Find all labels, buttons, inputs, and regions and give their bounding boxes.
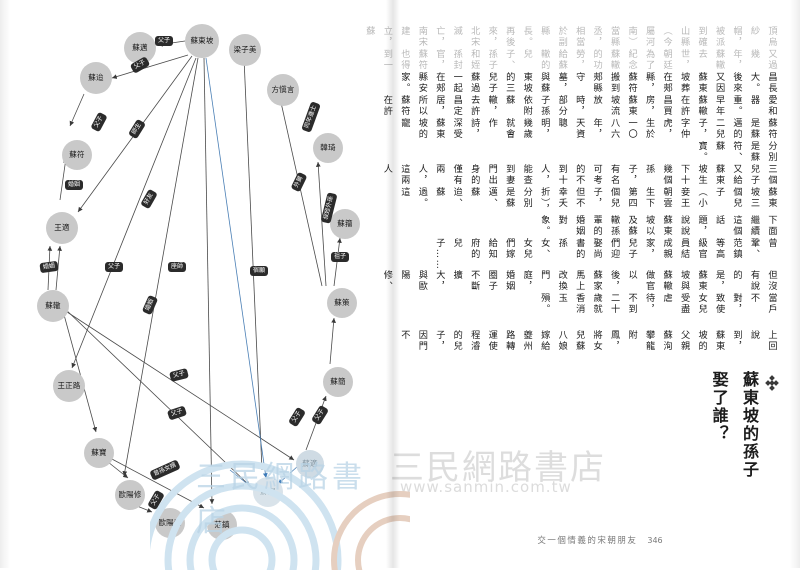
article-column-2: 當戶不對，致使女兒受盡虐待，不到二十歲就香消玉殞。 [538,292,777,315]
article-heading-column: 蘇東坡的孫子娶了誰？ [703,371,780,496]
graph-node-suchi: 蘇遲 [253,477,283,507]
graph-node-suce: 蘇策 [327,288,357,318]
article-column-6: 蘇東坡三個兒子（小妾王朝雲生下第四個兒子，但不幸夭折），分別是蘇邁、蘇迨、蘇過。… [398,186,777,215]
graph-node-sushi: 蘇適 [296,450,324,478]
graph-node-ouyangfei: 歐陽棐 [155,508,185,538]
watermark-brand-right: 三民網路書店 [390,448,606,488]
article-column-5: 下面繼續這個話題，說說蘇東坡以及蘇轍孫輩的婚姻對象。 [538,214,777,237]
graph-node-wangzhenglu: 王正路 [53,370,85,402]
article-column-13: 頂烏紗帽，被派到確山縣（今屬河南）當縣丞，相當於副縣長。再後來，北宋滅亡，南宋建… [363,25,777,48]
graph-edge-label-souzhou-suce: 祖子 [331,252,350,262]
article-column-7: 三個兒子又給蘇東坡生下十幾個孫子，有名可考的不到十人，能查到妻門出身的僅有兩人，… [381,163,777,186]
diagram-edges [47,40,342,513]
right-page: 三民網路書店 www.sanmin.com.tw 蘇東坡的孫子娶了誰 [364,0,800,568]
graph-node-label: 蘇東坡 [190,36,214,46]
graph-node-sudai: 蘇迨 [80,62,112,94]
article-column-9: 蘇符是蘇邁的二兒子，字仲虎，生於一〇八六年，天資聰明，幾歲就會作詩，深受蘇東坡的… [398,117,777,140]
su-dongpo-relationship-diagram: 三民網路書店 [0,0,410,570]
graph-node-sujian: 蘇簡 [323,367,353,397]
graph-edge-label-sufu-wangshi: 婚姻 [65,180,84,190]
left-page: 三民網路書店 [0,0,410,570]
graph-node-liangzimei: 梁子美 [229,34,261,66]
graph-node-label: 蘇轍 [45,301,61,311]
article-text-columns: 上回說到，蘇東坡的父親蘇洵攀龍附鳳，將女兒蘇八娘嫁給夔州路轉運使程濬的兒子，因門… [358,26,780,353]
graph-node-label: 王正路 [57,381,81,391]
graph-edge-label-suzhe-subao: 父子 [105,262,124,272]
article-column-10: 愛和器重。早年蘇轍在許昌買房，蘇東坡流放時，部分子孫依附蘇轍，去許昌定居，所以蘇… [381,94,777,117]
graph-node-label: 歐陽棐 [158,518,182,528]
graph-node-subao: 蘇寶 [84,438,114,468]
graph-node-label: 范鎮 [214,520,230,530]
graph-node-label: 蘇遲 [260,487,276,497]
graph-node-fangshenyan: 方愼言 [267,74,299,106]
graph-node-wangshi: 王適 [46,212,78,244]
article-column-11: 昌長大。後來又因蘇東坡葬在郟縣，蘇符搬到郟縣守墓，與蘇東坡的三兒子蘇過一起在郟縣… [398,71,777,94]
graph-node-label: 梁子美 [233,45,257,55]
graph-node-label: 蘇簡 [330,377,346,387]
graph-node-label: 蘇籀 [337,219,353,229]
graph-node-suzhe: 蘇轍 [37,290,69,322]
diamond-ornament-icon [764,371,780,391]
graph-node-hanqi: 韓琦 [313,133,343,163]
graph-node-label: 蘇迨 [88,73,104,83]
article-heading: 蘇東坡的孫子娶了誰？ [709,370,759,479]
article-column-1: 上回說到，蘇東坡的父親蘇洵攀龍附鳳，將女兒蘇八娘嫁給夔州路轉運使程濬的兒子，因門… [398,329,777,352]
graph-edge-label-sudongpo-fanzhen: 座師 [168,262,187,272]
graph-node-ouyangxiu: 歐陽修 [115,480,145,510]
article-column-4: 曾鞏、范鎮等高級官員結成親家，兒子們迎娶尚書的孫女、女兒們嫁給知府的兒子…… [433,237,777,270]
footer-chapter-title: 交一個情義的宋朝朋友 [537,536,638,546]
graph-node-sufu: 蘇符 [62,140,92,170]
graph-node-label: 蘇符 [69,150,85,160]
graph-node-label: 蘇寶 [91,448,107,458]
graph-node-label: 蘇邁 [132,43,148,53]
graph-node-label: 王適 [54,223,70,233]
graph-node-label: 蘇適 [302,459,318,469]
article-column-8: 分別是蘇符、蘇寶。 [696,140,777,163]
page-footer: 交一個情義的宋朝朋友 346 [400,534,800,546]
graph-edge-label-sudongpo-sumai: 父子 [155,36,174,46]
graph-node-label: 韓琦 [320,143,336,153]
watermark-url-right: www.sanmin.com.tw [400,478,572,496]
article-column-12: 又過幾年，蘇轍去世，朝廷為了紀念蘇轍的功勞，給蘇轍的兒子、孫子和姪孫封官，蘇符也… [381,48,777,71]
graph-node-sudongpo: 蘇東坡 [185,24,219,58]
graph-node-fanzhen: 范鎮 [207,510,237,540]
footer-page-number: 346 [647,536,663,545]
graph-node-label: 蘇策 [334,298,350,308]
article-body: 蘇東坡的孫子娶了誰？ 上回說到，蘇東坡的父親蘇洵攀龍附鳳，將女兒蘇八娘嫁給夔州路… [364,26,780,496]
graph-node-label: 歐陽修 [118,490,142,500]
graph-node-label: 方愼言 [271,85,295,95]
article-column-3: 但沒有說的是，蘇東坡與蘇轍做官以後，蘇家馬上改換門庭，婚姻圈子不斷擴大，與歐陽修… [381,269,777,292]
graph-node-souzhou: 蘇籀 [330,209,360,239]
graph-edge-label-sudongpo-suchi: 宿願 [250,266,269,276]
